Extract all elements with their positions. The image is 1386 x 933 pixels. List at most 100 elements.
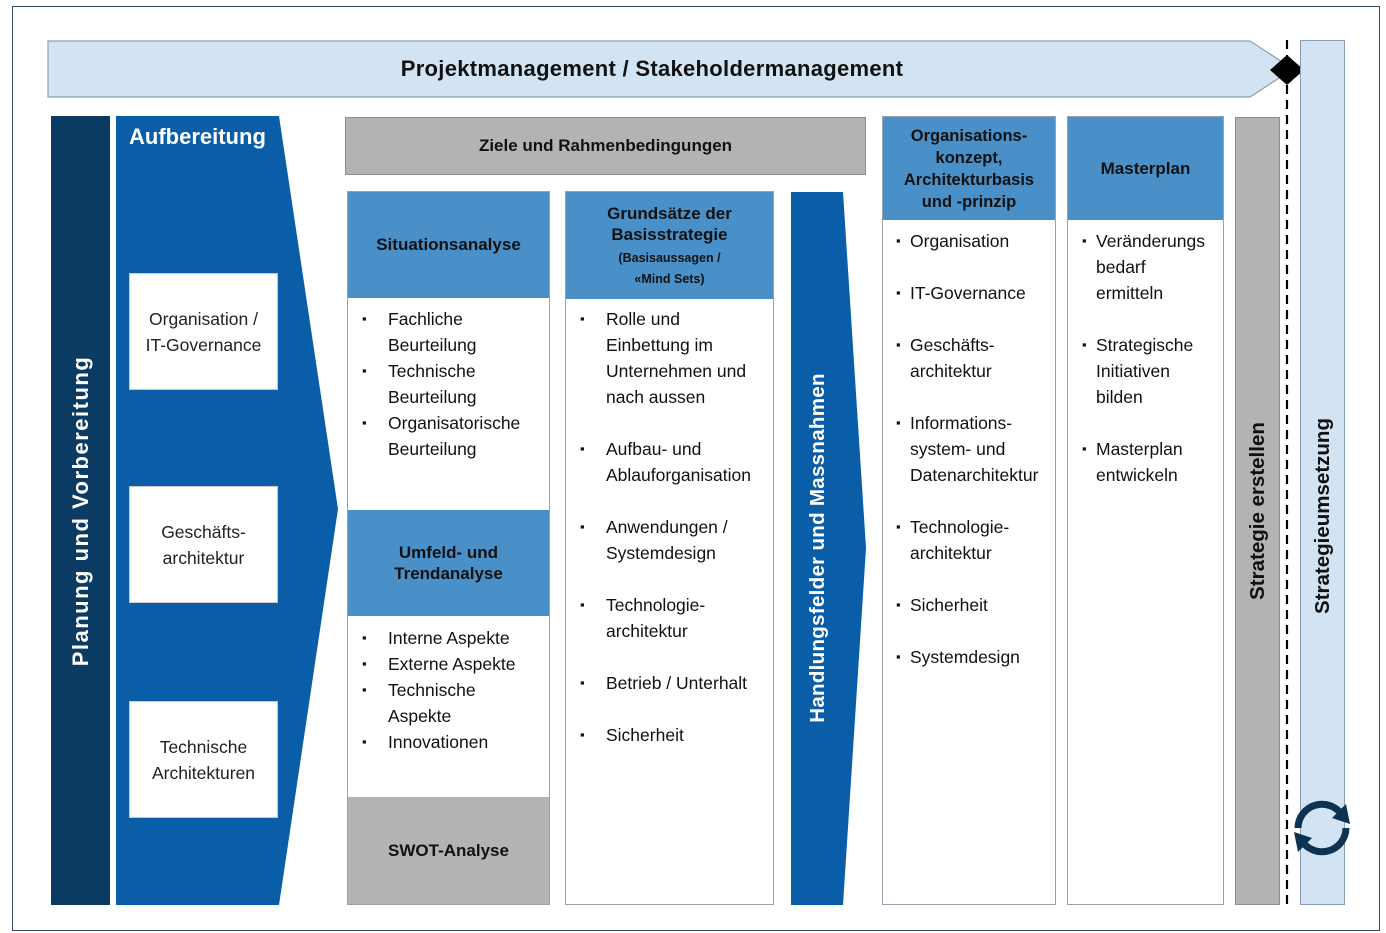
item-line: Anwendungen / — [606, 517, 728, 537]
situationsanalyse-header: Situationsanalyse — [348, 192, 549, 298]
item-line: Aufbau- und — [606, 439, 702, 459]
handlungsfelder-label-box: Handlungsfelder und Massnahmen — [790, 191, 846, 905]
banner-arrow — [47, 40, 1295, 98]
list-item: Technologie-architektur — [568, 592, 774, 644]
header-line: Organisations- — [910, 126, 1028, 145]
item-line: Interne Aspekte — [388, 628, 510, 648]
swot-box: SWOT-Analyse — [348, 797, 549, 904]
list-item: Externe Aspekte — [350, 651, 550, 677]
organisationskonzept-list: Organisation IT-Governance Geschäfts-arc… — [884, 228, 1056, 670]
item-line: Unternehmen und — [606, 361, 747, 381]
organisationskonzept-header: Organisations- konzept, Architekturbasis… — [883, 117, 1055, 220]
card-organisation: Organisation / IT-Governance — [129, 273, 278, 390]
header-line: und -prinzip — [921, 192, 1017, 211]
header-line: Architekturbasis — [903, 170, 1035, 189]
planning-label: Planung und Vorbereitung — [67, 355, 93, 666]
header-line: Basisstrategie — [611, 225, 728, 245]
item-line: Datenarchitektur — [910, 465, 1039, 485]
item-line: Organisatorische — [388, 413, 521, 433]
header-line: Trendanalyse — [394, 564, 503, 583]
list-item: Betrieb / Unterhalt — [568, 670, 774, 696]
item-line: Technologie- — [606, 595, 706, 615]
item-line: Initiativen — [1096, 361, 1170, 381]
item-line: Geschäfts- — [910, 335, 995, 355]
item-line: nach aussen — [606, 387, 706, 407]
list-item: IT-Governance — [884, 280, 1056, 306]
masterplan-header: Masterplan — [1068, 117, 1223, 220]
banner-title: Projektmanagement / Stakeholdermanagemen… — [400, 56, 904, 82]
aufbereitung-title: Aufbereitung — [129, 124, 266, 149]
item-line: Organisation — [910, 231, 1010, 251]
item-line: Betrieb / Unterhalt — [606, 673, 748, 693]
list-item: Geschäfts-architektur — [884, 332, 1056, 384]
item-line: IT-Governance — [910, 283, 1026, 303]
list-item: Sicherheit — [568, 722, 774, 748]
ziele-bar: Ziele und Rahmenbedingungen — [345, 117, 866, 175]
card-line: IT-Governance — [145, 334, 262, 355]
item-line: Beurteilung — [388, 387, 477, 407]
diamond-milestone-icon — [1270, 55, 1304, 85]
grundsaetze-header: Grundsätze der Basisstrategie (Basisauss… — [566, 192, 773, 299]
item-line: Systemdesign — [910, 647, 1020, 667]
list-item: Innovationen — [350, 729, 550, 755]
card-line: Organisation / — [149, 308, 258, 329]
item-line: Veränderungs — [1096, 231, 1205, 251]
item-line: Fachliche — [388, 309, 463, 329]
item-line: Technische — [388, 680, 476, 700]
list-item: Organisation — [884, 228, 1056, 254]
item-line: bilden — [1096, 387, 1143, 407]
diagram-frame — [12, 6, 1380, 931]
item-line: architektur — [910, 361, 992, 381]
header-line: Grundsätze der — [607, 204, 732, 223]
item-line: architektur — [606, 621, 688, 641]
list-item: Sicherheit — [884, 592, 1056, 618]
item-line: Einbettung im — [606, 335, 714, 355]
card-line: Technische — [159, 736, 248, 757]
strategie-erstellen-column: Strategie erstellen — [1235, 117, 1280, 905]
list-item: Systemdesign — [884, 644, 1056, 670]
item-line: Technologie- — [910, 517, 1010, 537]
strategieumsetzung-column: Strategieumsetzung — [1300, 40, 1345, 905]
item-line: Externe Aspekte — [388, 654, 516, 674]
list-item: Technologie-architektur — [884, 514, 1056, 566]
header-line: konzept, — [935, 148, 1003, 167]
header-subline: «Mind Sets) — [634, 271, 705, 286]
item-line: architektur — [910, 543, 992, 563]
item-line: Beurteilung — [388, 439, 477, 459]
item-line: entwickeln — [1096, 465, 1178, 485]
item-line: Sicherheit — [606, 725, 684, 745]
item-line: Beurteilung — [388, 335, 477, 355]
planning-column: Planung und Vorbereitung — [51, 116, 110, 905]
strategie-erstellen-label: Strategie erstellen — [1245, 422, 1269, 600]
item-line: Informations- — [910, 413, 1013, 433]
card-line: architektur — [162, 547, 245, 568]
item-line: system- und — [910, 439, 1006, 459]
handlungsfelder-arrow — [791, 192, 866, 905]
card-geschaeftsarchitektur: Geschäfts-architektur — [129, 486, 278, 603]
item-line: Systemdesign — [606, 543, 716, 563]
header-line: Umfeld- und — [398, 542, 499, 562]
item-line: Sicherheit — [910, 595, 988, 615]
header-subline: (Basisaussagen / — [618, 250, 721, 265]
list-item: Interne Aspekte — [350, 625, 550, 651]
item-line: Strategische — [1096, 335, 1194, 355]
handlungsfelder-label: Handlungsfelder und Massnahmen — [806, 373, 829, 723]
umfeld-list: Interne Aspekte Externe Aspekte Technisc… — [350, 625, 550, 755]
item-line: Aspekte — [388, 706, 452, 726]
cycle-arrows-icon — [1294, 800, 1350, 856]
card-line: Architekturen — [151, 762, 256, 783]
